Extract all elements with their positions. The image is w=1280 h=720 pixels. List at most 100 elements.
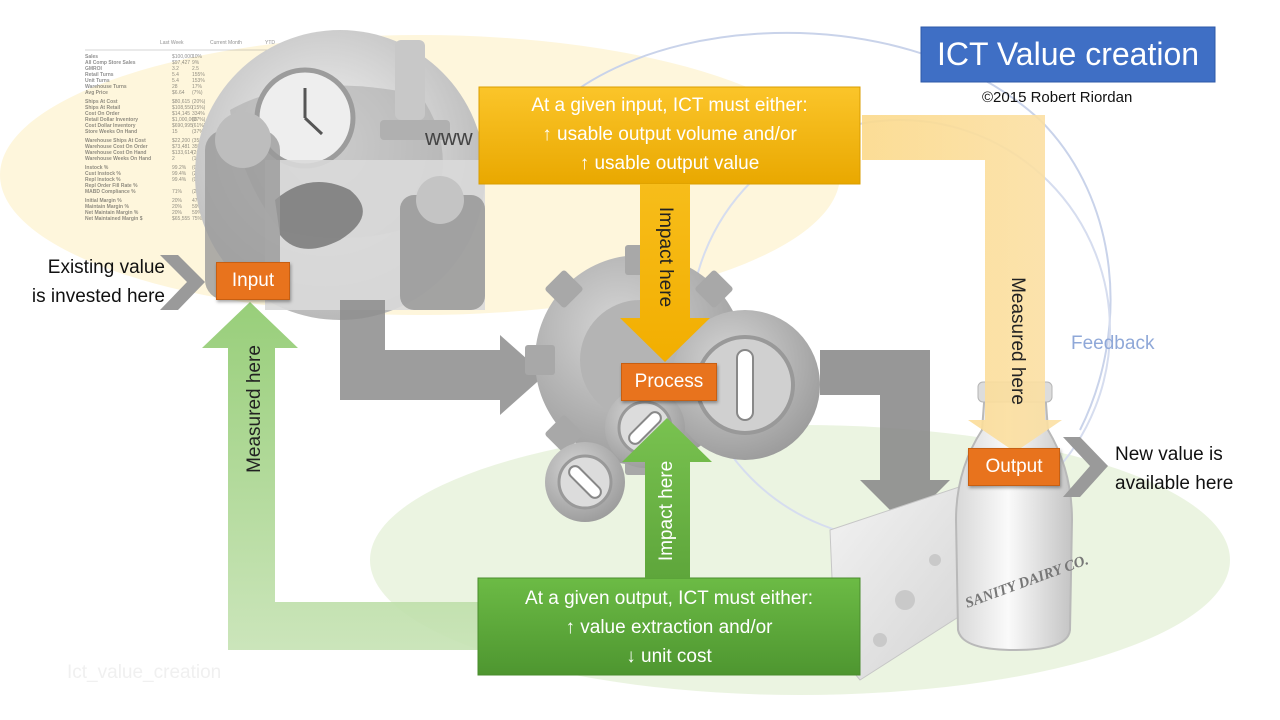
sheet-cell: 9% xyxy=(192,60,200,66)
sheet-cell: $690,995 xyxy=(172,123,193,129)
microscope-icon xyxy=(395,40,425,120)
sheet-header: Last Week xyxy=(160,40,184,46)
sheet-cell: All Comp Store Sales xyxy=(85,60,136,66)
impact-top-label: Impact here xyxy=(655,206,676,308)
sheet-cell: Warehouse Cost On Hand xyxy=(85,150,147,156)
sheet-cell: $1,000,000 xyxy=(172,117,197,123)
sheet-cell: 20% xyxy=(172,210,183,216)
sheet-cell: 99.4% xyxy=(172,177,187,183)
impact-bottom-label: Impact here xyxy=(656,460,677,562)
sheet-cell: Repl Order Fill Rate % xyxy=(85,183,138,189)
top-box-line-1: At a given input, ICT must either: xyxy=(531,95,808,116)
measured-right-label: Measured here xyxy=(1007,277,1028,405)
measured-left-label: Measured here xyxy=(244,345,265,473)
sheet-cell: $80,615 xyxy=(172,99,190,105)
bottom-box-line-3: ↓ unit cost xyxy=(626,646,712,667)
impact-up-arrow xyxy=(622,418,712,578)
sheet-cell: 2.5 xyxy=(192,66,199,72)
sheet-cell: (35%) xyxy=(192,138,206,144)
sheet-cell: 99.2% xyxy=(172,165,187,171)
sheet-cell: (37%) xyxy=(192,117,206,123)
sheet-cell: Cost Dollar Inventory xyxy=(85,123,136,129)
top-box: At a given input, ICT must either: ↑ usa… xyxy=(479,91,860,178)
sheet-cell: Warehouse Turns xyxy=(85,84,127,90)
sheet-cell: Warehouse Cost On Order xyxy=(85,144,148,150)
output-description-line-1: New value is xyxy=(1115,444,1223,465)
sheet-cell: Instock % xyxy=(85,165,109,171)
sheet-cell: 20% xyxy=(172,198,183,204)
output-description: New value is available here xyxy=(1115,440,1275,498)
sheet-cell: $73,481 xyxy=(172,144,190,150)
sheet-cell: 153% xyxy=(192,78,205,84)
sheet-cell: (15%) xyxy=(192,105,206,111)
sheet-cell: Cust Instock % xyxy=(85,171,121,177)
top-box-line-3: ↑ usable output value xyxy=(579,153,760,174)
sheet-cell: 155% xyxy=(192,72,205,78)
sheet-cell: 59% xyxy=(192,204,203,210)
sheet-cell: $133,614 xyxy=(172,150,193,156)
collage-illustration: www xyxy=(195,30,485,320)
copyright-text: ©2015 Robert Riordan xyxy=(982,89,1133,106)
output-chevron-arrow xyxy=(1063,437,1108,497)
svg-text:www: www xyxy=(424,125,473,150)
sheet-cell: 59% xyxy=(192,210,203,216)
sheet-cell: 35% xyxy=(192,144,203,150)
sheet-cell: Sales xyxy=(85,54,98,60)
sheet-cell: $14,145 xyxy=(172,111,190,117)
input-tag: Input xyxy=(216,262,290,300)
sheet-cell: Net Maintain Margin % xyxy=(85,210,139,216)
sheet-cell: (61%) xyxy=(192,123,206,129)
sheet-cell: Ships At Retail xyxy=(85,105,121,111)
input-description-line-2: is invested here xyxy=(31,286,165,307)
sheet-cell: 2 xyxy=(172,156,175,162)
sheet-cell: $6.64 xyxy=(172,90,185,96)
process-tag: Process xyxy=(621,363,717,401)
feedback-label: Feedback xyxy=(1071,333,1155,354)
sheet-cell: Retail Turns xyxy=(85,72,114,78)
sheet-cell: $97,427 xyxy=(172,60,190,66)
sheet-cell: 3.2 xyxy=(172,66,179,72)
input-description-line-1: Existing value xyxy=(47,257,165,278)
sheet-cell: Store Weeks On Hand xyxy=(85,129,137,135)
sheet-cell: 71% xyxy=(172,189,183,195)
sheet-cell: 334% xyxy=(192,111,205,117)
diagram-title: ICT Value creation xyxy=(936,36,1200,72)
sheet-cell: Initial Margin % xyxy=(85,198,122,204)
sheet-cell: MABD Compliance % xyxy=(85,189,136,195)
sheet-cell: Net Maintained Margin $ xyxy=(85,216,143,222)
sheet-cell: (37%) xyxy=(192,129,206,135)
bottom-box-line-1: At a given output, ICT must either: xyxy=(525,588,813,609)
top-box-bg xyxy=(478,86,861,185)
top-to-output-arrow xyxy=(862,115,1062,452)
sheet-cell: 10% xyxy=(192,54,203,60)
sheet-cell: $65,555 xyxy=(172,216,190,222)
sheet-cell: Retail Dollar Inventory xyxy=(85,117,138,123)
sheet-cell: 15 xyxy=(172,129,178,135)
watermark-text: Ict_value_creation xyxy=(67,662,222,683)
sheet-cell: Unit Turns xyxy=(85,78,110,84)
bottom-box: At a given output, ICT must either: ↑ va… xyxy=(478,584,860,671)
output-tag: Output xyxy=(968,448,1060,486)
sheet-cell: Ships At Cost xyxy=(85,99,118,105)
top-box-line-2: ↑ usable output volume and/or xyxy=(542,124,797,145)
input-chevron-arrow xyxy=(160,255,205,310)
sheet-cell: 5.4 xyxy=(172,78,179,84)
sheet-cell: Warehouse Ships At Cost xyxy=(85,138,146,144)
bottom-to-input-arrow xyxy=(202,302,480,650)
sheet-cell: 5.4 xyxy=(172,72,179,78)
sheet-cell: 99.4% xyxy=(172,171,187,177)
sheet-cell: $100,000 xyxy=(172,54,193,60)
sheet-cell: 17% xyxy=(192,84,203,90)
title-box-bg xyxy=(920,26,1216,83)
sheet-cell: 28 xyxy=(172,84,178,90)
sheet-cell: 47% xyxy=(192,198,203,204)
input-to-process-arrow xyxy=(340,300,545,415)
sheet-cell: Repl Instock % xyxy=(85,177,121,183)
process-to-output-arrow xyxy=(820,350,950,525)
sheet-cell: Warehouse Weeks On Hand xyxy=(85,156,151,162)
sheet-cell: $22,200 xyxy=(172,138,190,144)
sheet-header: Current Month xyxy=(210,40,242,46)
